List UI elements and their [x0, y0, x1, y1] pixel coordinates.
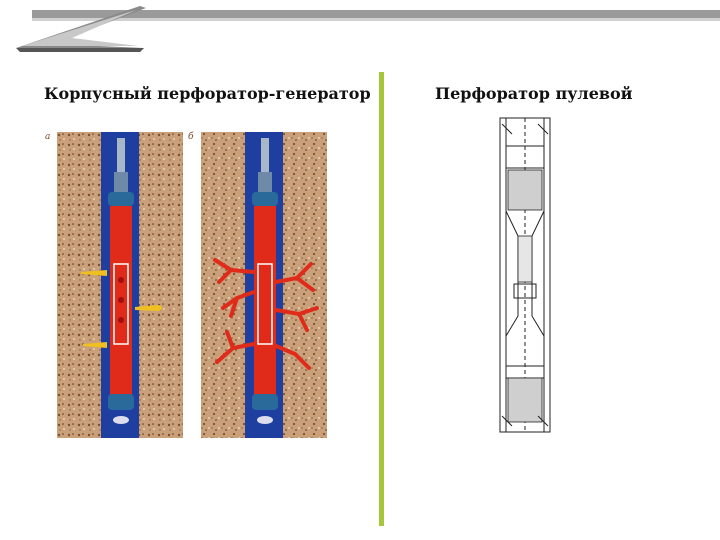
vertical-divider — [379, 72, 384, 526]
swoosh-logo-icon — [12, 2, 152, 54]
right-heading: Перфоратор пулевой — [435, 84, 633, 103]
perforator-generator-illustration-a — [57, 132, 183, 438]
panel-a-letter: а — [45, 132, 50, 142]
bullet-perforator-drawing — [494, 116, 556, 434]
perforator-generator-illustration-b — [201, 132, 327, 438]
panel-b-letter: б — [188, 132, 194, 142]
left-heading: Корпусный перфоратор-генератор — [44, 84, 371, 103]
